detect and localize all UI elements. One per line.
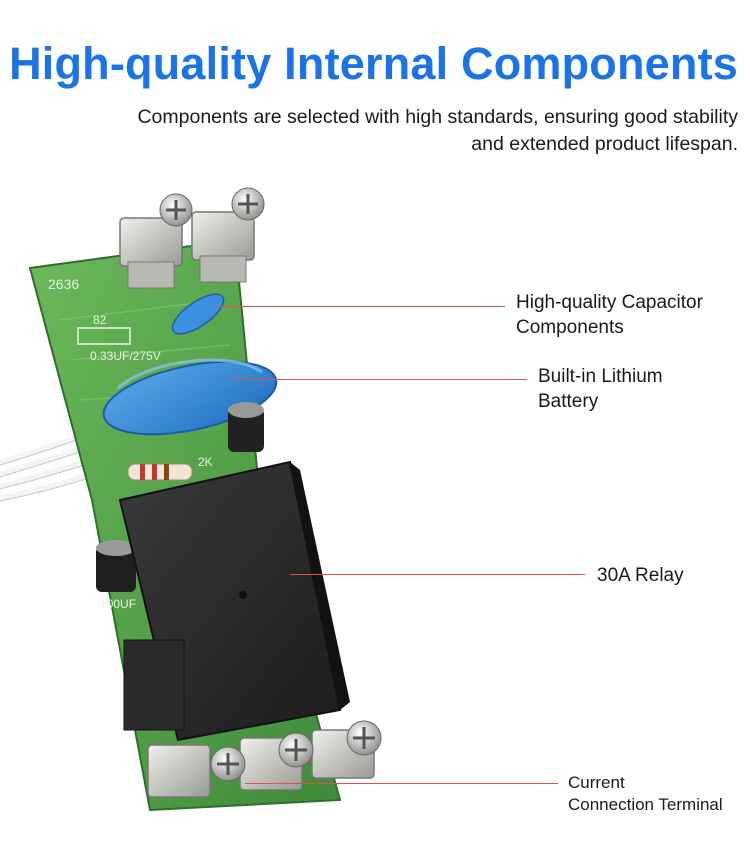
callout-battery-line1: Built-in Lithium — [538, 366, 663, 387]
leader-line-terminal — [245, 783, 558, 785]
subtitle-line-1: Components are selected with high standa… — [137, 106, 738, 128]
capacitor-label: 0.33UF/275V — [90, 349, 161, 363]
leader-line-capacitor — [215, 306, 505, 308]
leader-line-relay — [290, 574, 585, 576]
callout-relay: 30A Relay — [597, 563, 684, 588]
callout-capacitor: High-quality Capacitor Components — [516, 290, 703, 340]
callout-relay-line1: 30A Relay — [597, 565, 684, 586]
callout-terminal-line2: Connection Terminal — [568, 795, 723, 814]
resistor — [127, 463, 193, 481]
callout-terminal: Current Connection Terminal — [568, 772, 723, 816]
leader-line-battery — [232, 379, 527, 381]
subtitle-line-2: and extended product lifespan. — [471, 133, 738, 155]
blue-capacitor — [171, 293, 225, 335]
cap-small-label: 100UF — [100, 597, 136, 611]
circuit-board-photo: 2636 82 0.33UF/275V 2K 100UF — [0, 187, 382, 812]
pcb-code-label: 2636 — [48, 276, 79, 292]
resistor2-label: 2K — [198, 455, 213, 469]
electrolytic-capacitor-1 — [228, 402, 264, 452]
callout-terminal-line1: Current — [568, 773, 625, 792]
bottom-terminals — [147, 720, 382, 798]
page-subtitle: Components are selected with high standa… — [38, 104, 738, 158]
electrolytic-capacitor-2 — [96, 540, 136, 592]
page-title: High-quality Internal Components — [9, 38, 738, 89]
resistor-label: 82 — [93, 313, 107, 327]
callout-battery-line2: Battery — [538, 391, 599, 412]
callout-capacitor-line1: High-quality Capacitor — [516, 292, 703, 313]
relay — [118, 460, 350, 742]
callout-battery: Built-in Lithium Battery — [538, 364, 663, 414]
callout-capacitor-line2: Components — [516, 317, 624, 338]
top-terminals — [119, 187, 265, 289]
